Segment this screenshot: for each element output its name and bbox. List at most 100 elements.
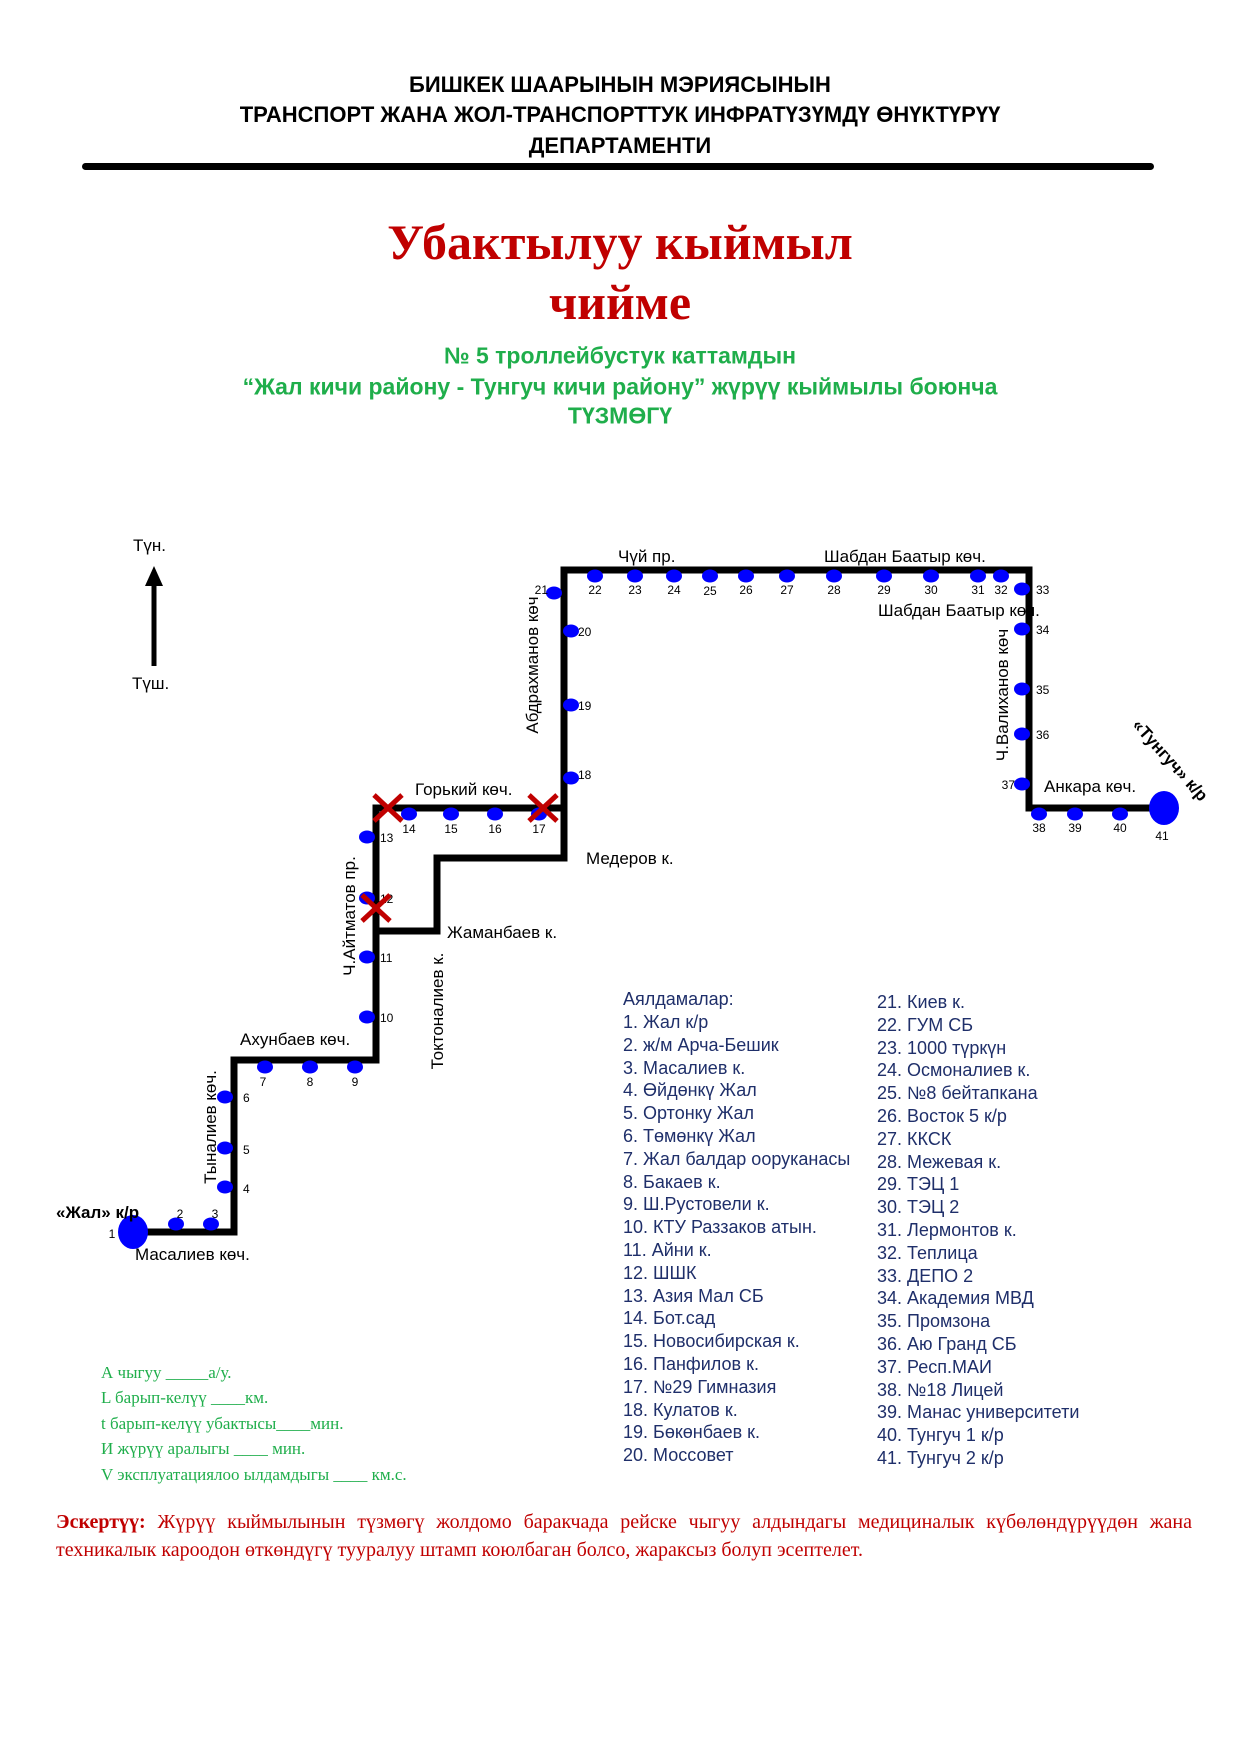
street-akhunbaev: Ахунбаев көч. [240, 1030, 350, 1049]
stop-number: 37 [877, 1356, 898, 1377]
stop-number: 11 [623, 1239, 642, 1260]
street-shabdan-top: Шабдан Баатыр көч. [824, 547, 986, 566]
stop-name: №8 бейтапкана [907, 1083, 1038, 1104]
stop-name: ШШК [653, 1262, 697, 1283]
note-label: Эскертүү: [56, 1511, 146, 1533]
stop-marker [302, 1060, 318, 1074]
stop-name: Тунгуч 1 к/р [907, 1425, 1004, 1446]
subtitle-line-1: № 5 троллейбустук каттамдын [443, 342, 797, 369]
header-line-3: ДЕПАРТАМЕНТИ [528, 133, 712, 158]
stop-number-label: 39 [1068, 821, 1082, 835]
stop-list-item: 14. Бот.сад [623, 1308, 716, 1329]
stop-list-item: 32. Теплица [877, 1242, 978, 1263]
stop-name: Респ.МАИ [907, 1356, 992, 1377]
stop-name: Ортонку Жал [643, 1103, 755, 1124]
stop-number: 24 [877, 1060, 898, 1081]
stop-number-label: 26 [739, 583, 753, 597]
stop-name: Академия МВД [907, 1288, 1034, 1309]
stop-marker [563, 624, 579, 638]
stop-number-label: 23 [628, 583, 642, 597]
stop-number-label: 20 [578, 625, 592, 639]
stop-marker [347, 1060, 363, 1074]
stop-list-item: 33. ДЕПО 2 [877, 1265, 974, 1286]
stop-number-label: 29 [877, 583, 891, 597]
stop-name: ТЭЦ 2 [907, 1197, 960, 1218]
stop-list-item: 22. ГУМ СБ [877, 1014, 974, 1035]
stop-number: 8 [623, 1171, 634, 1192]
stop-number-label: 22 [588, 583, 602, 597]
param-operating-speed: V эксплуатациялоо ылдамдыгы ____ км.с. [101, 1464, 407, 1484]
stop-name: №18 Лицей [907, 1379, 1004, 1400]
stop-number: 36 [877, 1333, 898, 1354]
stop-number-label: 4 [243, 1182, 250, 1196]
stop-name: Аю Гранд СБ [907, 1333, 1017, 1354]
header-line-1: БИШКЕК ШААРЫНЫН МЭРИЯСЫНЫН [409, 72, 831, 97]
stop-marker [993, 569, 1009, 583]
stop-number-label: 6 [243, 1091, 250, 1105]
stop-name: 1000 түркүн [907, 1037, 1007, 1058]
param-interval: И жүрүү аралыгы ____ мин. [101, 1439, 306, 1459]
stop-number-label: 8 [307, 1075, 314, 1089]
note: Эскертүү: Жүрүү кыймылынын түзмөгү жолдо… [56, 1508, 1192, 1564]
stop-number-label: 30 [924, 583, 938, 597]
stop-name: ККСК [907, 1128, 952, 1149]
stop-marker [1031, 807, 1047, 821]
stop-number-label: 18 [578, 768, 592, 782]
stop-list-item: 38. №18 Лицей [877, 1379, 1004, 1400]
stop-list-item: 8. Бакаев к. [623, 1171, 721, 1192]
stop-name: Манас университети [907, 1402, 1080, 1423]
stop-list-item: 24. Осмоналиев к. [877, 1060, 1031, 1081]
stop-name: Бөкөнбаев к. [653, 1422, 761, 1443]
terminal-stop-marker [118, 1215, 148, 1249]
stop-marker [1014, 777, 1030, 791]
stop-number-label: 36 [1036, 728, 1050, 742]
stop-number: 29 [877, 1174, 898, 1195]
stop-name: ТЭЦ 1 [907, 1174, 960, 1195]
stop-name: Азия Мал СБ [653, 1285, 764, 1306]
stop-list-item: 28. Межевая к. [877, 1151, 1002, 1172]
detour-line [376, 808, 568, 935]
stop-marker [203, 1217, 219, 1231]
stop-list-item: 21. Киев к. [877, 992, 966, 1012]
stop-name: ДЕПО 2 [907, 1265, 974, 1286]
stop-number: 7 [623, 1148, 634, 1169]
stop-number: 2 [623, 1034, 634, 1055]
stop-list-item: 5. Ортонку Жал [623, 1103, 755, 1124]
stop-list-item: 1. Жал к/р [623, 1012, 709, 1032]
stop-marker [217, 1180, 233, 1194]
stop-marker [627, 569, 643, 583]
compass-south-label: Түш. [132, 674, 169, 693]
stop-marker [779, 569, 795, 583]
stop-marker [738, 569, 754, 583]
stop-number: 22 [877, 1014, 898, 1035]
stop-name: Өйдөнкү Жал [643, 1080, 757, 1101]
stop-number: 1 [623, 1012, 634, 1032]
stop-marker [1014, 582, 1030, 596]
stop-number: 25 [877, 1083, 898, 1104]
stop-name: ж/м Арча-Бешик [643, 1034, 779, 1055]
param-departure: А чыгуу _____а/у. [101, 1363, 232, 1382]
stop-number: 21 [877, 992, 898, 1012]
stop-number-label: 10 [380, 1011, 394, 1025]
stop-marker [1014, 727, 1030, 741]
stop-name: Лермонтов к. [907, 1219, 1017, 1240]
stop-number: 34 [877, 1288, 898, 1309]
title-line-1: Убактылуу кыймыл [387, 214, 853, 270]
stop-list-item: 18. Кулатов к. [623, 1399, 738, 1420]
stop-number-label: 34 [1036, 623, 1050, 637]
stop-list-item: 19. Бөкөнбаев к. [623, 1422, 761, 1443]
stop-list-item: 7. Жал балдар ооруканасы [623, 1148, 851, 1169]
stop-list-item: 41. Тунгуч 2 к/р [877, 1447, 1004, 1468]
stop-number-label: 32 [994, 583, 1008, 597]
stop-marker [826, 569, 842, 583]
stop-number-label: 38 [1032, 821, 1046, 835]
stop-number-label: 7 [260, 1075, 267, 1089]
route-parameters: А чыгуу _____а/у. L барып-келүү ____км. … [101, 1360, 407, 1487]
stop-list-item: 16. Панфилов к. [623, 1353, 759, 1374]
stop-list-item: 10. КТУ Раззаков атын. [623, 1217, 817, 1238]
stop-list-item: 26. Восток 5 к/р [877, 1105, 1007, 1126]
stop-number-label: 16 [488, 822, 502, 836]
stop-name: Жал к/р [643, 1012, 709, 1032]
terminal-stop-marker [1149, 791, 1179, 825]
